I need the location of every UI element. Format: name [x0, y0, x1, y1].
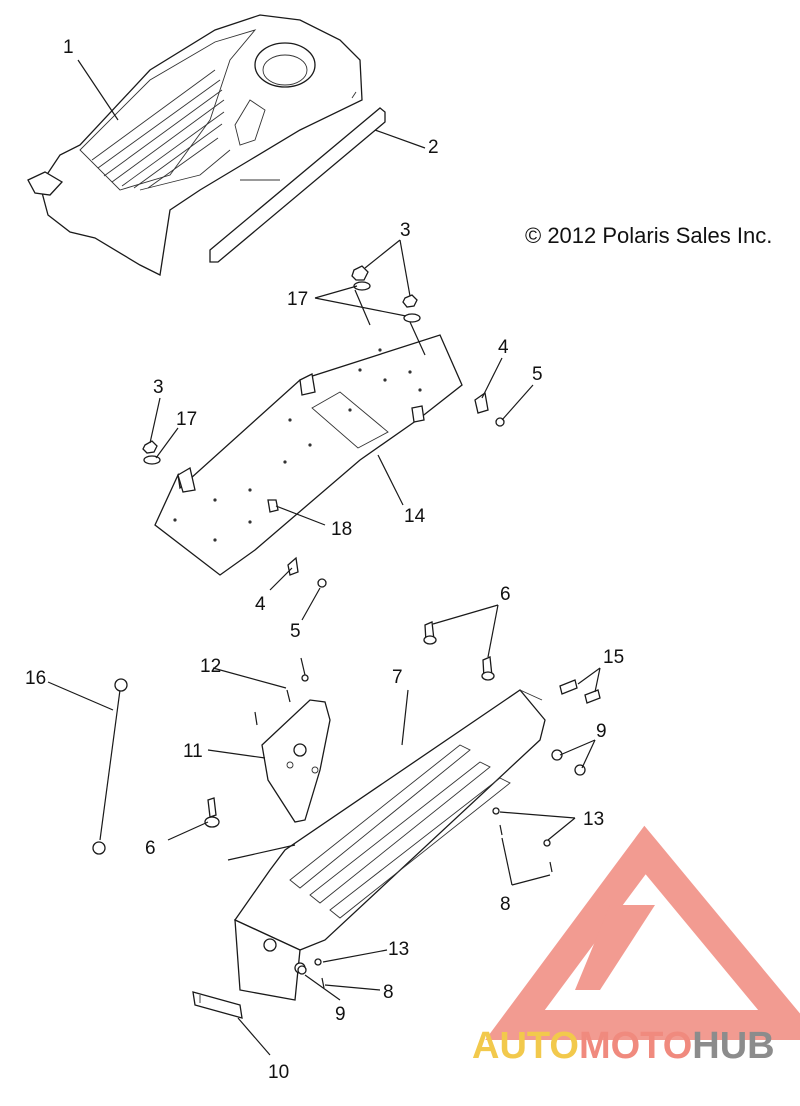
watermark-text: AUTOMOTOHUB — [472, 1025, 775, 1067]
part-10-bracket — [192, 991, 243, 1019]
callout-15: 15 — [603, 647, 624, 668]
watermark-hub: HUB — [692, 1025, 774, 1067]
copyright-text: © 2012 Polaris Sales Inc. — [525, 223, 772, 248]
callout-10: 10 — [268, 1062, 289, 1083]
callout-17b: 17 — [176, 409, 197, 430]
callout-9b: 9 — [335, 1004, 346, 1025]
callout-14: 14 — [404, 506, 426, 527]
callout-1: 1 — [63, 37, 74, 58]
part-14-plate — [154, 334, 463, 576]
part-6-standoffs — [204, 621, 495, 828]
callout-3a: 3 — [400, 220, 411, 241]
callout-7: 7 — [392, 667, 403, 688]
callout-13a: 13 — [583, 809, 604, 830]
callout-5b: 5 — [290, 621, 301, 642]
callout-17a: 17 — [287, 289, 308, 310]
small-parts-right — [297, 679, 601, 989]
callout-9a: 9 — [596, 721, 607, 742]
watermark-auto: AUTO — [472, 1025, 579, 1067]
callout-3b: 3 — [153, 377, 164, 398]
callout-12: 12 — [200, 656, 221, 677]
part-2-strip — [209, 107, 386, 263]
callout-4a: 4 — [498, 337, 509, 358]
part-16-rod — [92, 678, 128, 855]
callout-4b: 4 — [255, 594, 266, 615]
callout-5a: 5 — [532, 364, 543, 385]
part-1-cover — [27, 14, 363, 276]
callout-13b: 13 — [388, 939, 409, 960]
watermark-logo — [485, 825, 800, 1040]
watermark-moto: MOTO — [579, 1025, 692, 1067]
leader-lines — [47, 59, 601, 1056]
callout-2: 2 — [428, 137, 439, 158]
callout-6a: 6 — [500, 584, 511, 605]
callout-18: 18 — [331, 519, 352, 540]
callout-11: 11 — [183, 741, 203, 762]
callout-8b: 8 — [383, 982, 394, 1003]
callout-labels: 1 2 3 3 17 17 4 5 14 18 4 5 6 15 7 12 16… — [25, 37, 624, 1083]
callout-8a: 8 — [500, 894, 511, 915]
callout-6b: 6 — [145, 838, 156, 859]
part-11-mount-plate — [254, 689, 331, 823]
callout-16: 16 — [25, 668, 46, 689]
hardware-items — [142, 265, 505, 682]
part-7-tray — [234, 689, 546, 1001]
